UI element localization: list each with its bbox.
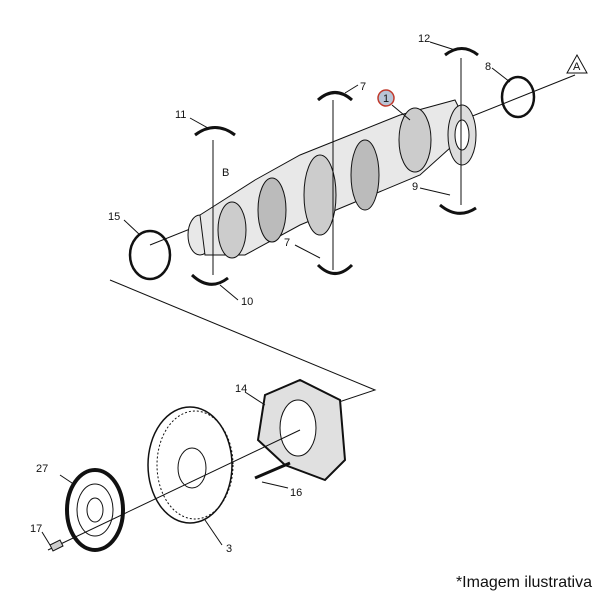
reference-triangle-a [566, 53, 588, 74]
seal-ring-15 [128, 229, 172, 281]
bearing-shell-9 [439, 203, 477, 215]
bearing-shell-12 [444, 47, 479, 57]
thrust-washer-7-top [317, 91, 353, 102]
callout-7-top: 7 [360, 81, 366, 93]
flywheel-3 [147, 406, 234, 524]
callout-3: 3 [226, 543, 232, 555]
bearing-shell-11 [194, 126, 236, 137]
callout-16: 16 [290, 487, 302, 499]
callout-8: 8 [485, 61, 491, 73]
bolt-16 [254, 461, 291, 480]
callout-b: B [222, 167, 229, 179]
callout-7-bottom: 7 [284, 237, 290, 249]
callout-9: 9 [412, 181, 418, 193]
callout-1: 1 [383, 93, 389, 105]
callout-17: 17 [30, 523, 42, 535]
thrust-washer-7-bottom [316, 263, 354, 275]
seal-ring-8 [500, 75, 536, 119]
callout-27: 27 [36, 463, 48, 475]
callout-15: 15 [108, 211, 120, 223]
callout-10: 10 [241, 296, 253, 308]
callout-14: 14 [235, 383, 247, 395]
seal-housing-14 [256, 378, 347, 482]
callout-11: 11 [175, 109, 186, 121]
pulley-27 [65, 468, 125, 552]
callout-a: A [573, 61, 581, 73]
highlighted-callout-1[interactable] [377, 89, 395, 107]
callout-12: 12 [418, 33, 430, 45]
crankshaft [187, 99, 477, 259]
bolt-17 [49, 539, 64, 552]
bearing-shell-10 [190, 273, 229, 286]
illustrative-image-caption: *Imagem ilustrativa [455, 574, 592, 591]
